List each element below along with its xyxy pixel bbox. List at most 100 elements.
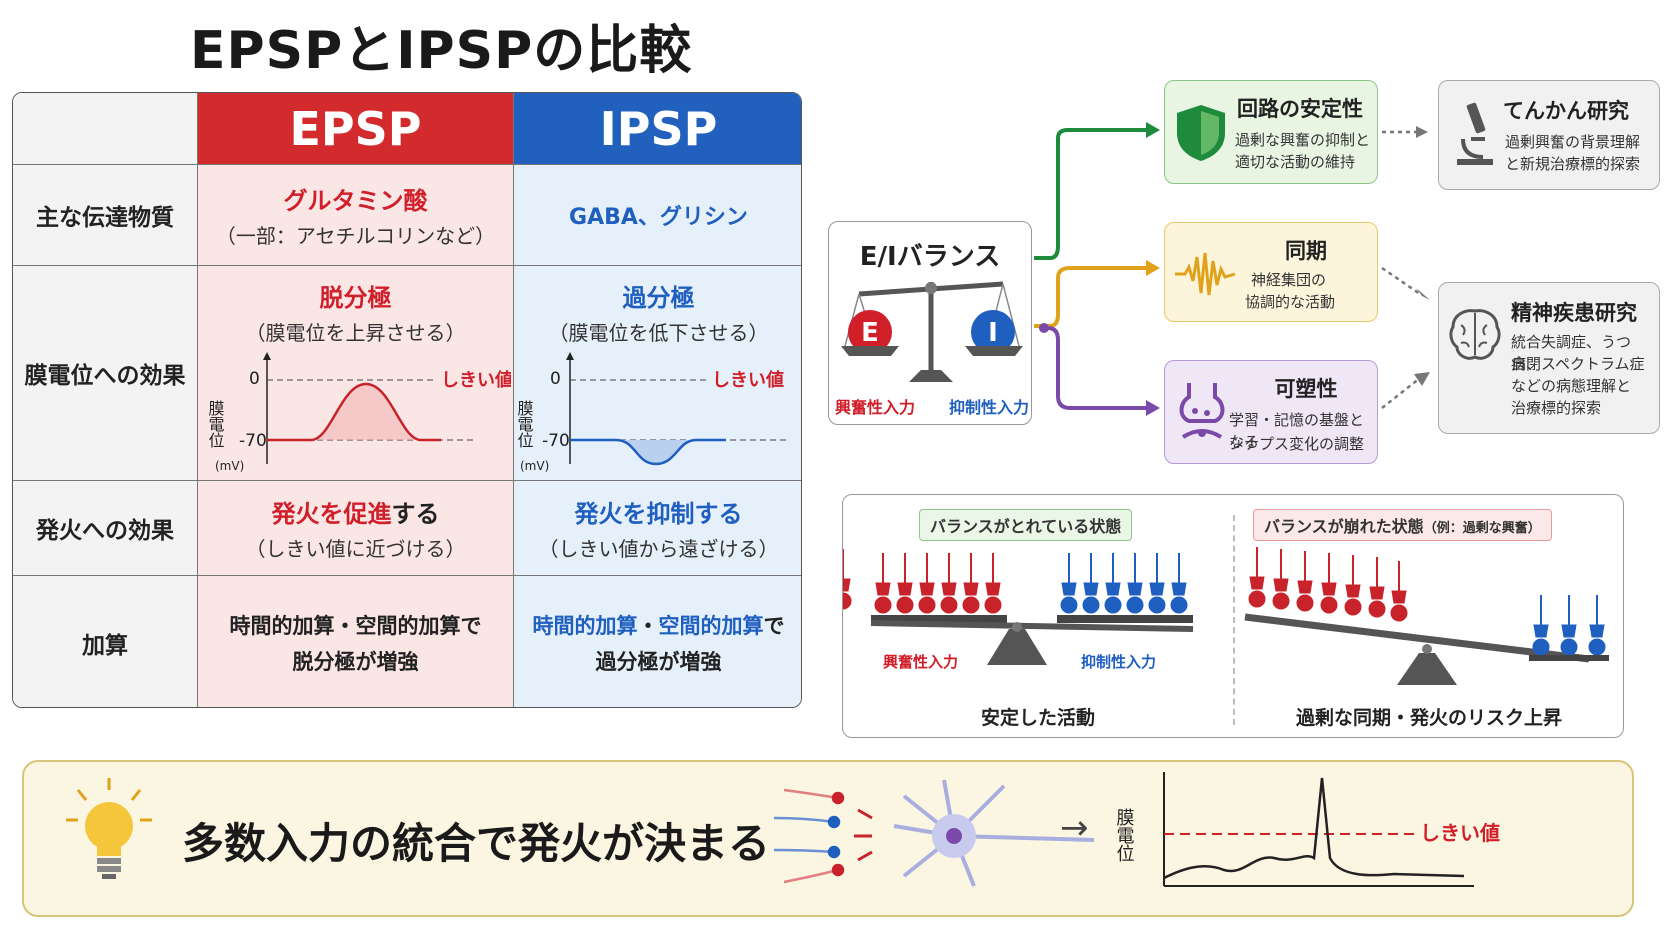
- imbalanced-tag-note: （例：過剰な興奮）: [1423, 521, 1541, 536]
- table-corner: [13, 93, 198, 165]
- balanced-seesaw: [843, 549, 1194, 665]
- epsp-zero-label: 0: [249, 369, 260, 389]
- outcome-sync-desc2: 協調的な活動: [1245, 293, 1336, 311]
- epsp-potential: 脱分極 （膜電位を上昇させる） 0 -70 (mV) 膜電位 しきい値: [198, 266, 514, 481]
- ipsp-threshold-label: しきい値: [712, 369, 784, 391]
- outcome-plasticity-title: 可塑性: [1274, 377, 1338, 401]
- output-potential-graph: 膜電位 しきい値: [1114, 772, 1500, 887]
- epsp-transmitter-main: グルタミン酸: [283, 187, 428, 215]
- research-psychiatric-desc2: 自閉スペクトラム症: [1511, 355, 1645, 373]
- e-label: E: [861, 318, 879, 348]
- epsp-summation-line2: 脱分極が増強: [292, 649, 419, 674]
- research-epilepsy-desc1: 過剰興奮の背景理解: [1505, 133, 1641, 151]
- epsp-firing-main: 発火を促進: [271, 500, 392, 528]
- epsp-transmitter: グルタミン酸 （一部：アセチルコリンなど）: [198, 165, 514, 266]
- epsp-firing-tail: する: [391, 500, 440, 528]
- balanced-tag: バランスがとれている状態: [919, 509, 1133, 541]
- row-label-summation: 加算: [13, 576, 198, 707]
- ipsp-transmitter-main: GABA、グリシン: [569, 205, 748, 230]
- outcome-plasticity-desc1: 学習・記憶の基盤となる: [1229, 411, 1365, 451]
- imbalanced-seesaw: [1244, 546, 1609, 685]
- research-epilepsy-title: てんかん研究: [1503, 99, 1629, 123]
- epsp-summation-line1: 時間的加算・空間的加算で: [229, 613, 482, 638]
- epsp-firing-sub: （しきい値に近づける）: [245, 537, 466, 561]
- row-label-firing: 発火への効果: [13, 481, 198, 576]
- synapse-icon: [1179, 383, 1225, 439]
- epsp-threshold-label: しきい値: [441, 369, 511, 391]
- epsp-transmitter-sub: （一部：アセチルコリンなど）: [215, 224, 496, 248]
- ipsp-summation-dot: ・: [637, 613, 659, 638]
- research-psychiatric-desc1: 統合失調症、うつ病、: [1511, 333, 1632, 373]
- epsp-potential-main: 脱分極: [319, 284, 392, 312]
- outcome-sync-desc1: 神経集団の: [1251, 271, 1327, 289]
- research-epilepsy-box: てんかん研究 過剰興奮の背景理解 と新規治療標的探索: [1438, 80, 1660, 190]
- row-label-potential: 膜電位への効果: [13, 266, 198, 481]
- outcome-stability-title: 回路の安定性: [1237, 97, 1363, 121]
- shield-icon: [1177, 105, 1225, 161]
- ipsp-ylabel: 膜電位: [516, 400, 534, 448]
- imbalanced-tag: バランスが崩れた状態（例：過剰な興奮）: [1253, 509, 1552, 541]
- balanced-inh-label: 抑制性入力: [1081, 653, 1157, 671]
- brain-icon: [1449, 309, 1501, 360]
- seesaw-divider: [1233, 515, 1235, 725]
- i-label: I: [988, 318, 998, 348]
- research-psychiatric-desc3: などの病態理解と: [1511, 377, 1632, 395]
- seesaw-panel: バランスがとれている状態 バランスが崩れた状態（例：過剰な興奮） 興奮性入力 抑…: [842, 494, 1624, 738]
- ipsp-potential: 過分極 （膜電位を低下させる） 0 -70 (mV) 膜電位 しきい値: [514, 266, 801, 481]
- ipsp-summation: 時間的加算・空間的加算で 過分極が増強: [514, 576, 801, 707]
- ei-branch-arrows: [1034, 122, 1160, 416]
- research-psychiatric-box: 精神疾患研究 統合失調症、うつ病、 自閉スペクトラム症 などの病態理解と 治療標…: [1438, 282, 1660, 434]
- ipsp-transmitter: GABA、グリシン: [514, 165, 801, 266]
- ei-exc-label: 興奮性入力: [835, 398, 916, 417]
- ipsp-summation-spatial: 空間的加算: [658, 613, 764, 638]
- ipsp-header: IPSP: [514, 93, 801, 165]
- outcome-stability-desc2: 適切な活動の維持: [1235, 153, 1356, 171]
- research-psychiatric-desc4: 治療標的探索: [1511, 399, 1602, 417]
- ipsp-unit-label: (mV): [520, 459, 549, 472]
- microscope-icon: [1457, 102, 1493, 165]
- ei-inh-label: 抑制性入力: [949, 398, 1030, 417]
- summary-arrow: →: [1060, 808, 1089, 848]
- epsp-header: EPSP: [198, 93, 514, 165]
- ipsp-firing-main: 発火を抑制する: [574, 500, 743, 528]
- balanced-exc-label: 興奮性入力: [883, 653, 959, 671]
- epsp-potential-sub: （膜電位を上昇させる）: [245, 321, 466, 345]
- research-psychiatric-title: 精神疾患研究: [1511, 301, 1637, 325]
- ipsp-graph: 0 -70 (mV) 膜電位 しきい値: [516, 352, 786, 472]
- ipsp-summation-line2: 過分極が増強: [595, 649, 722, 674]
- wave-icon: [1175, 252, 1236, 296]
- summary-text: 多数入力の統合で発火が決まる: [182, 819, 771, 868]
- balance-scale-icon: E I: [841, 281, 1023, 382]
- epsp-minus70-label: -70: [239, 431, 267, 451]
- ei-balance-box: E/Iバランス E I 興奮性入力 抑制性入力: [828, 221, 1032, 425]
- outcome-sync-title: 同期: [1285, 239, 1327, 263]
- outcome-plasticity-desc2: シナプス変化の調整: [1229, 435, 1365, 453]
- ipsp-zero-label: 0: [550, 369, 561, 389]
- page-title: EPSPとIPSPの比較: [190, 21, 693, 81]
- summary-banner: 多数入力の統合で発火が決まる → 膜電位 しきい値: [22, 760, 1634, 917]
- research-epilepsy-desc2: と新規治療標的探索: [1505, 155, 1641, 173]
- balanced-caption: 安定した活動: [980, 707, 1095, 729]
- epsp-ylabel: 膜電位: [205, 400, 224, 448]
- output-ylabel: 膜電位: [1114, 808, 1135, 862]
- outcome-plasticity-box: 可塑性 学習・記憶の基盤となる シナプス変化の調整: [1164, 360, 1378, 464]
- comparison-table: EPSP IPSP 主な伝達物質 グルタミン酸 （一部：アセチルコリンなど） G…: [12, 92, 802, 708]
- epsp-summation: 時間的加算・空間的加算で 脱分極が増強: [198, 576, 514, 707]
- research-arrows: [1381, 126, 1430, 409]
- ipsp-potential-sub: （膜電位を低下させる）: [548, 321, 769, 345]
- outcome-stability-box: 回路の安定性 過剰な興奮の抑制と 適切な活動の維持: [1164, 80, 1378, 184]
- ipsp-firing-sub: （しきい値から遠ざける）: [538, 537, 779, 561]
- ipsp-potential-main: 過分極: [622, 284, 695, 312]
- outcome-stability-desc1: 過剰な興奮の抑制と: [1235, 131, 1371, 149]
- outcome-sync-box: 同期 神経集団の 協調的な活動: [1164, 222, 1378, 322]
- ipsp-summation-de: で: [763, 613, 785, 638]
- epsp-graph: 0 -70 (mV) 膜電位 しきい値: [205, 352, 511, 472]
- ipsp-summation-temporal: 時間的加算: [532, 613, 638, 638]
- output-threshold-label: しきい値: [1420, 821, 1500, 845]
- epsp-unit-label: (mV): [215, 459, 244, 472]
- lightbulb-icon: [66, 778, 152, 879]
- ipsp-minus70-label: -70: [542, 431, 570, 451]
- row-label-transmitter: 主な伝達物質: [13, 165, 198, 266]
- imbalanced-caption: 過剰な同期・発火のリスク上昇: [1295, 707, 1562, 729]
- ei-balance-title: E/Iバランス: [859, 242, 1001, 272]
